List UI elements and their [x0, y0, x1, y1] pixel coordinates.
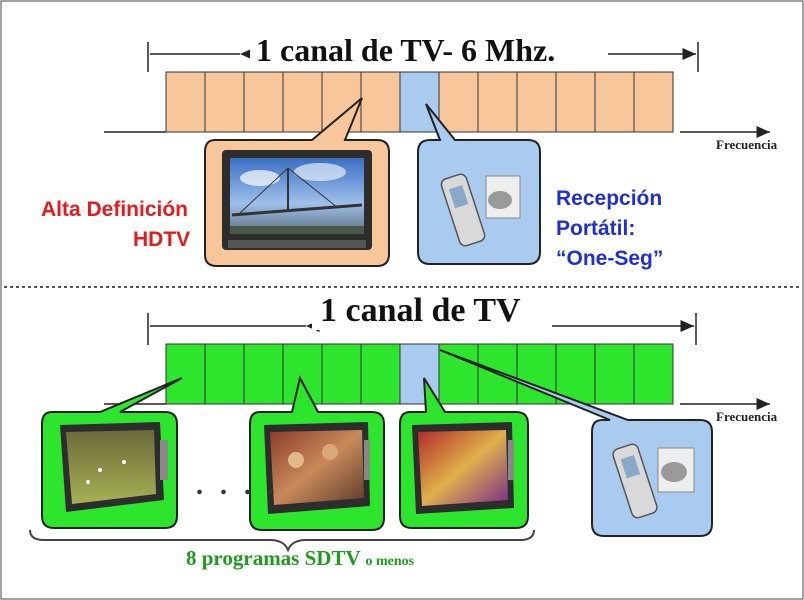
channel-segment — [477, 71, 518, 133]
sdtv-programs-label: 8 programas SDTV o menos — [186, 546, 414, 571]
top-span-bracket — [147, 42, 699, 72]
oneseg-callout-bubble-top — [417, 103, 541, 265]
oneseg-label-line1: Recepción — [556, 187, 663, 210]
mobile-phone-icon-top — [440, 173, 521, 247]
channel-segment — [204, 343, 245, 405]
sdtv-programs-suffix: o menos — [365, 554, 415, 569]
channel-segment — [594, 343, 635, 405]
channel-segment — [282, 343, 323, 405]
sdtv-group-brace — [29, 529, 535, 553]
bottom-segment-band — [165, 343, 674, 405]
channel-segment — [516, 71, 557, 133]
channel-segment — [282, 71, 323, 133]
channel-segment — [321, 343, 362, 405]
channel-segment — [555, 343, 596, 405]
channel-segment — [438, 343, 479, 405]
top-segment-band — [165, 71, 674, 133]
hdtv-label-line2: HDTV — [133, 228, 191, 251]
bottom-frequency-label: Frecuencia — [716, 409, 778, 424]
hdtv-television-icon — [222, 150, 372, 250]
mobile-phone-icon-bottom — [612, 443, 695, 519]
oneseg-label-line3: “One-Seg” — [556, 247, 664, 270]
channel-segment — [633, 71, 674, 133]
channel-segment — [555, 71, 596, 133]
channel-segment — [633, 343, 674, 405]
channel-segment — [360, 343, 401, 405]
bottom-channel-title: 1 canal de TV — [312, 292, 529, 330]
channel-segment — [165, 343, 206, 405]
hdtv-label-line1: Alta Definición — [41, 198, 189, 221]
bottom-span-bracket — [147, 313, 697, 345]
channel-segment — [165, 71, 206, 133]
channel-segment — [594, 71, 635, 133]
top-frequency-label: Frecuencia — [716, 137, 778, 152]
channel-segment — [438, 71, 479, 133]
oneseg-label-line2: Portátil: — [556, 217, 636, 240]
sdtv-television-icon-2 — [264, 422, 370, 514]
program-ellipsis: . . . . — [196, 470, 280, 501]
sdtv-television-icon-1 — [60, 422, 168, 512]
channel-segment — [243, 343, 284, 405]
sdtv-television-icon-3 — [412, 422, 514, 514]
top-channel-title: 1 canal de TV- 6 Mhz. — [250, 32, 562, 69]
channel-segment — [243, 71, 284, 133]
sdtv-programs-count: 8 programas SDTV — [186, 546, 361, 570]
channel-segment — [204, 71, 245, 133]
channel-segment — [360, 71, 401, 133]
